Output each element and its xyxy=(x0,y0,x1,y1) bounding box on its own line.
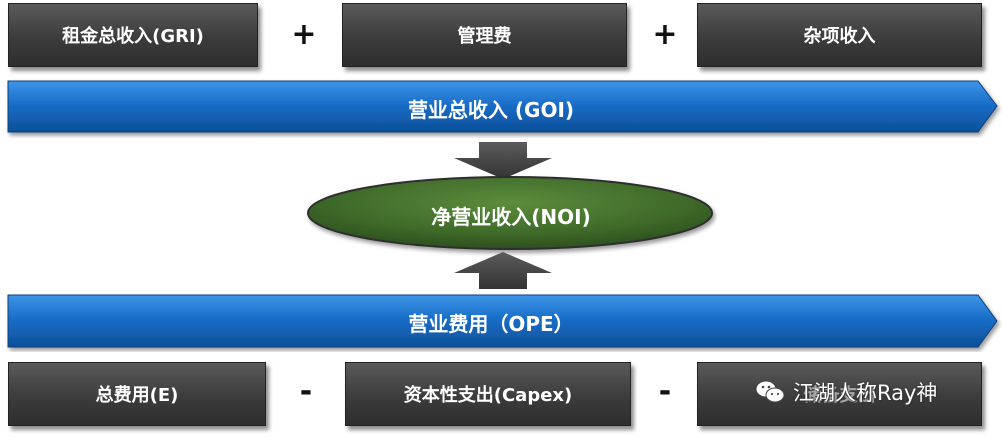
noi-ellipse-label: 净营业收入(NOI) xyxy=(431,204,591,229)
box-management-fee-label: 管理费 xyxy=(457,26,512,47)
box-gri-label: 租金总收入(GRI) xyxy=(62,26,204,47)
noi-ellipse: 净营业收入(NOI) xyxy=(305,174,717,256)
plus-operator-1: + xyxy=(291,17,317,52)
ope-band-arrow-shape xyxy=(7,294,998,348)
ope-band: 营业费用（OPE） xyxy=(0,292,1002,352)
watermark: 江湖人称Ray神 xyxy=(755,372,937,412)
noi-ellipse-shape xyxy=(307,176,713,250)
watermark-text: 江湖人称Ray神 xyxy=(793,381,938,405)
minus-operator-2: - xyxy=(658,374,672,409)
ope-band-label: 营业费用（OPE） xyxy=(408,311,574,336)
box-gri: 租金总收入(GRI) xyxy=(8,3,258,67)
goi-band: 营业总收入 (GOI) xyxy=(0,78,1002,138)
box-total-expense-label: 总费用(E) xyxy=(95,385,179,406)
box-capex-label: 资本性支出(Capex) xyxy=(403,385,573,406)
box-misc-income-label: 杂项收入 xyxy=(803,26,876,47)
down-arrow-icon xyxy=(454,142,552,179)
box-capex: 资本性支出(Capex) xyxy=(345,362,631,426)
box-misc-income: 杂项收入 xyxy=(697,3,982,67)
box-management-fee: 管理费 xyxy=(342,3,627,67)
minus-operator-1: - xyxy=(299,374,313,409)
goi-band-arrow-shape xyxy=(7,80,998,133)
goi-band-label: 营业总收入 (GOI) xyxy=(407,97,575,122)
box-reserve-expense-label: 储备支出 xyxy=(803,385,876,406)
plus-operator-2: + xyxy=(652,17,678,52)
up-arrow-icon xyxy=(454,252,552,289)
box-reserve-expense: 储备支出 xyxy=(697,362,982,426)
wechat-icon xyxy=(755,380,785,403)
box-total-expense: 总费用(E) xyxy=(8,362,266,426)
